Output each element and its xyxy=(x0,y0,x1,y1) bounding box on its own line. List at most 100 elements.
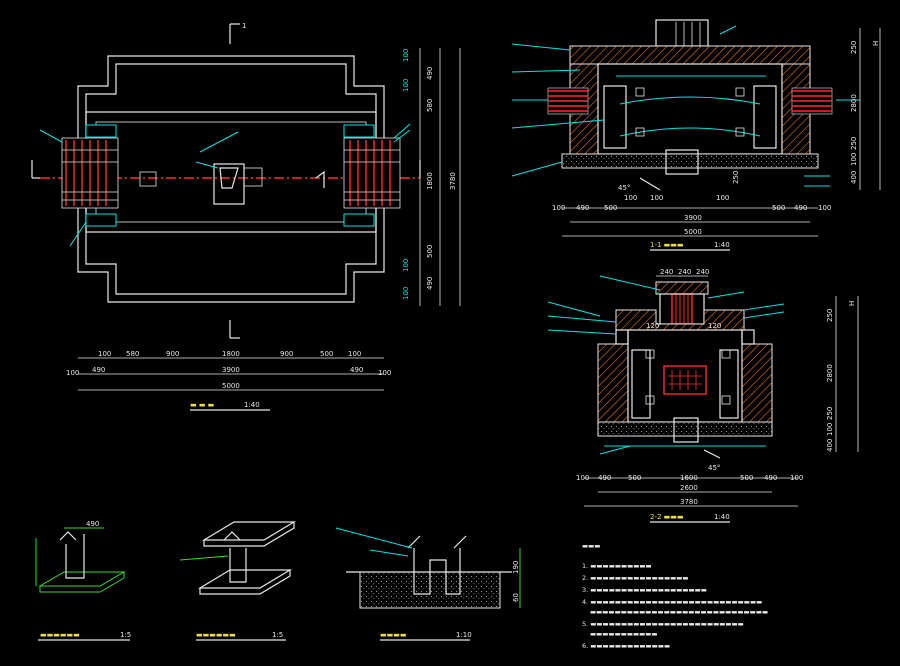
detail-1: 490 ▬▬▬▬▬▬ 1:5 xyxy=(35,520,131,641)
sec1-title-block: 1-1 ▬▬▬ xyxy=(650,241,684,249)
sec2-left-wall xyxy=(597,343,629,423)
d3-leader-2 xyxy=(369,549,409,557)
d3-scale: 1:10 xyxy=(456,631,472,639)
sec2-dim-1: 490 xyxy=(598,474,611,482)
sec2-leader-7 xyxy=(743,311,785,319)
sec2-box-4 xyxy=(721,395,731,405)
sec2-leader-1 xyxy=(547,301,601,317)
section-mark-label: 1 xyxy=(242,22,246,30)
plan-vdim-8: 100 xyxy=(402,287,410,300)
sec1-rdim-400: 400 xyxy=(850,171,858,184)
plan-title-block: ▬ ▬ ▬ xyxy=(190,401,214,409)
sec1-dim-1: 490 xyxy=(576,204,589,212)
sec1-leader-6 xyxy=(719,25,737,35)
sec2-dim-4: 500 xyxy=(740,474,753,482)
sec1-leader-4 xyxy=(511,119,605,129)
plan-leader-4 xyxy=(39,129,63,143)
sec2-sump xyxy=(673,417,699,443)
sec1-box-3 xyxy=(635,127,645,137)
sec2-step-right xyxy=(741,329,755,345)
plan-dim-left-100: 100 xyxy=(66,369,79,377)
sec1-leader-1 xyxy=(511,43,571,51)
plan-dim-mid-0: 490 xyxy=(92,366,105,374)
sec1-dim-3: 500 xyxy=(772,204,785,212)
sec1-box-2 xyxy=(735,87,745,97)
d3-dim-b: 60 xyxy=(512,593,520,602)
note-2: 2. ▬▬▬▬▬▬▬▬▬▬▬▬▬▬▬▬ xyxy=(582,574,689,582)
sec2-base xyxy=(597,421,773,437)
d2-leader xyxy=(179,555,229,561)
plan-vdim-5: 500 xyxy=(426,245,434,258)
sec2-rdim-250b: 250 xyxy=(826,407,834,420)
note-4: 4. ▬▬▬▬▬▬▬▬▬▬▬▬▬▬▬▬▬▬▬▬▬▬▬▬▬▬▬▬ xyxy=(582,598,762,606)
d1-plate-edge xyxy=(39,572,125,593)
d1-scale: 1:5 xyxy=(120,631,131,639)
d2-rebar-hook xyxy=(223,531,241,541)
plan-leader-2 xyxy=(195,161,219,169)
sec2-col-left xyxy=(631,349,651,419)
sec2-dim-120b: 120 xyxy=(708,322,721,330)
plan-dim-mid-1: 3900 xyxy=(222,366,240,374)
sec2-dim-120a: 120 xyxy=(646,322,659,330)
d3-title: ▬▬▬▬ xyxy=(380,631,406,639)
sec1-rdim-h: H xyxy=(872,41,880,46)
plan-box-right xyxy=(243,167,263,187)
plan-inner-outline xyxy=(85,63,377,295)
d2-bottom-edge xyxy=(199,570,291,595)
sec1-cable-curve-2 xyxy=(619,127,761,137)
sec1-leader-2 xyxy=(511,69,581,73)
plan-dim-top-6: 100 xyxy=(348,350,361,358)
sec2-box-1 xyxy=(645,349,655,359)
sec2-leader-5 xyxy=(707,291,745,299)
sec2-leader-3 xyxy=(547,329,617,335)
note-6: 6. ▬▬▬▬▬▬▬▬▬▬▬▬▬ xyxy=(582,642,670,650)
sec1-pipes-left xyxy=(547,87,589,115)
sec2-neck-cap xyxy=(655,281,709,295)
note-1: 1. ▬▬▬▬▬▬▬▬▬▬ xyxy=(582,562,652,570)
d3-rebar xyxy=(413,548,461,595)
plan-vdim-6: 100 xyxy=(402,259,410,272)
sec2-leader-2 xyxy=(547,315,617,323)
sec1-dim-5: 100 xyxy=(818,204,831,212)
plan-dim-top-4: 900 xyxy=(280,350,293,358)
notes-heading: ▬▬▬ xyxy=(582,542,600,550)
d1-plate xyxy=(38,571,126,587)
plan-vdim-0: 100 xyxy=(402,49,410,62)
sec1-roof-slab xyxy=(569,45,811,65)
sec2-title-block: 2-2 ▬▬▬ xyxy=(650,513,684,521)
sec1-dim-overall: 5000 xyxy=(684,228,702,236)
plan-dim-overall: 5000 xyxy=(222,382,240,390)
sec2-right-wall xyxy=(741,343,773,423)
sec2-leader-6 xyxy=(743,303,785,311)
plan-left-pipes xyxy=(61,124,119,227)
sec1-leader-5 xyxy=(511,161,563,177)
sec1-small-2: 100 xyxy=(716,194,729,202)
sec2-dim-3780: 3780 xyxy=(680,498,698,506)
note-5: 5. ▬▬▬▬▬▬▬▬▬▬▬▬▬▬▬▬▬▬▬▬▬▬▬▬▬ xyxy=(582,620,744,628)
sec1-small-1: 100 xyxy=(650,194,663,202)
sec1-45-leader xyxy=(639,177,661,191)
d3-leader-1 xyxy=(335,527,413,549)
sec2-dim-6: 100 xyxy=(790,474,803,482)
d3-rebar-hooks xyxy=(407,535,467,549)
plan-dim-top-2: 900 xyxy=(166,350,179,358)
plan-leader-6 xyxy=(393,123,411,139)
d2-top-plate xyxy=(201,521,297,541)
sec2-neck-bars xyxy=(675,294,689,324)
plan-dim-mid-2: 490 xyxy=(350,366,363,374)
sec2-leader-4 xyxy=(599,275,661,291)
section-1-view: H 250 2800 250 100 400 45° 100 100 100 2… xyxy=(511,19,881,251)
sec2-45-leader xyxy=(703,449,721,459)
sec1-box-1 xyxy=(635,87,645,97)
sec1-dim-total: 3900 xyxy=(684,214,702,222)
sec1-scale: 1:40 xyxy=(714,241,730,249)
sec1-rdim-100: 100 xyxy=(850,153,858,166)
sec2-neck xyxy=(659,293,705,325)
sec1-label-250: 250 xyxy=(732,171,740,184)
detail-2: ▬▬▬▬▬▬ 1:5 xyxy=(179,521,297,641)
notes-block: ▬▬▬ 1. ▬▬▬▬▬▬▬▬▬▬ 2. ▬▬▬▬▬▬▬▬▬▬▬▬▬▬▬▬ 3.… xyxy=(582,542,768,650)
note-3: 3. ▬▬▬▬▬▬▬▬▬▬▬▬▬▬▬▬▬▬▬ xyxy=(582,586,707,594)
sec1-rdim-250b: 250 xyxy=(850,137,858,150)
sec2-top-dim-1: 240 xyxy=(678,268,691,276)
